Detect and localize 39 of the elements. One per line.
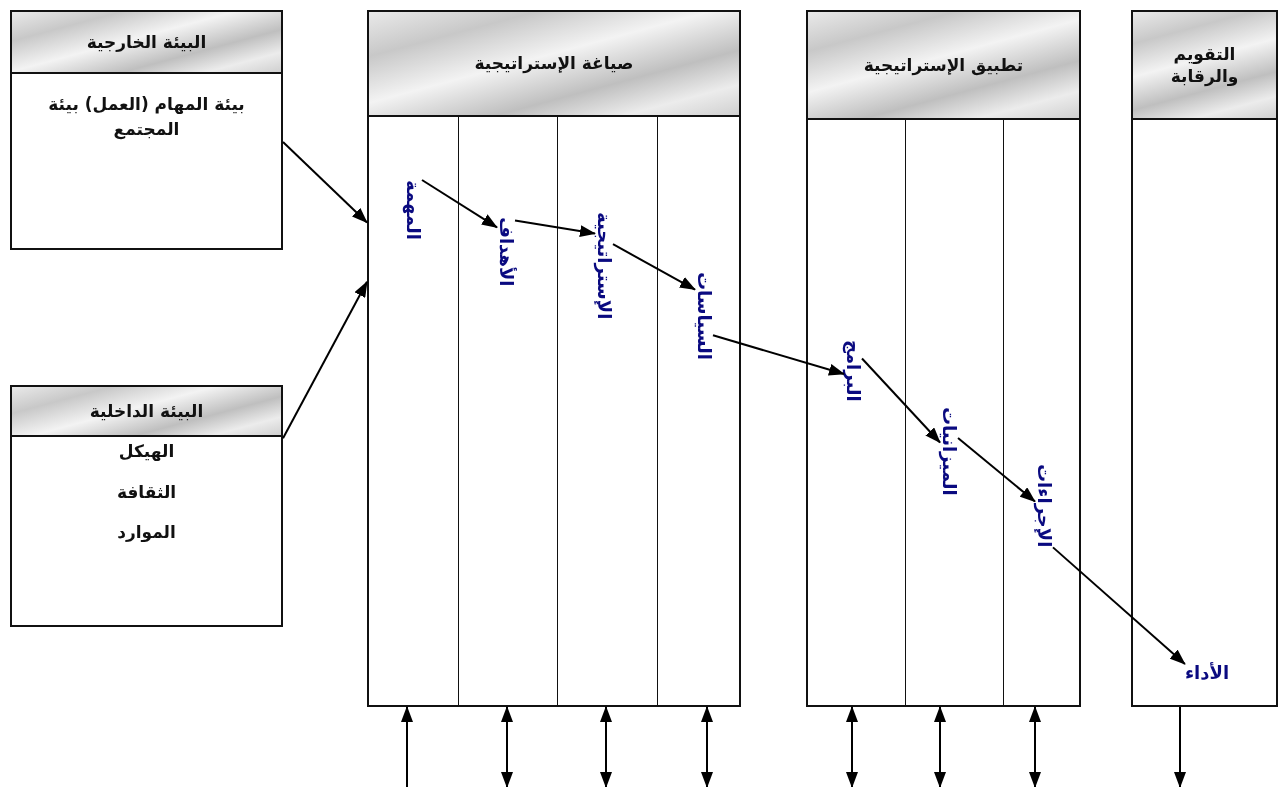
stage-label: البرامج	[844, 340, 862, 402]
arrow	[600, 706, 612, 787]
arrow	[1174, 706, 1186, 787]
arrow	[861, 357, 941, 444]
stage-label: الأداء	[1184, 664, 1230, 682]
stage-label: المهمة	[404, 180, 422, 240]
panel-box	[1131, 10, 1278, 707]
arrow	[501, 706, 513, 787]
arrow	[612, 243, 696, 291]
stage-label: الأهداف	[497, 217, 515, 287]
stage-label: الإجراءات	[1035, 464, 1053, 548]
stage-label: الإستراتيجية	[595, 212, 613, 320]
panel-header: البيئة الخارجية	[12, 12, 281, 74]
body-text: الهيكل	[118, 440, 175, 463]
body-text: الموارد	[117, 521, 176, 545]
arrow	[421, 179, 498, 229]
arrow	[957, 437, 1036, 503]
panel-header: التقويم والرقابة	[1133, 12, 1276, 120]
arrow	[401, 706, 413, 787]
arrow	[514, 219, 596, 237]
panel-box	[10, 385, 283, 627]
body-text: بيئة المهام (العمل) بيئة المجتمع	[47, 93, 246, 142]
stage-label: الميزانيات	[940, 407, 958, 496]
arrow	[1029, 706, 1041, 787]
body-text: الثقافة	[116, 480, 177, 504]
panel-box	[10, 10, 283, 250]
arrow	[701, 706, 713, 787]
panel-box	[367, 10, 741, 707]
panel-box	[806, 10, 1081, 707]
stage-label: السياسات	[695, 272, 713, 360]
arrow	[1052, 546, 1186, 665]
arrow	[712, 334, 845, 376]
panel-header: البيئة الداخلية	[12, 387, 281, 437]
arrow	[846, 706, 858, 787]
arrow	[934, 706, 946, 787]
arrow	[282, 280, 368, 440]
arrow	[282, 141, 368, 224]
panel-header: صياغة الإستراتيجية	[369, 12, 739, 117]
panel-header: تطبيق الإستراتيجية	[808, 12, 1079, 120]
